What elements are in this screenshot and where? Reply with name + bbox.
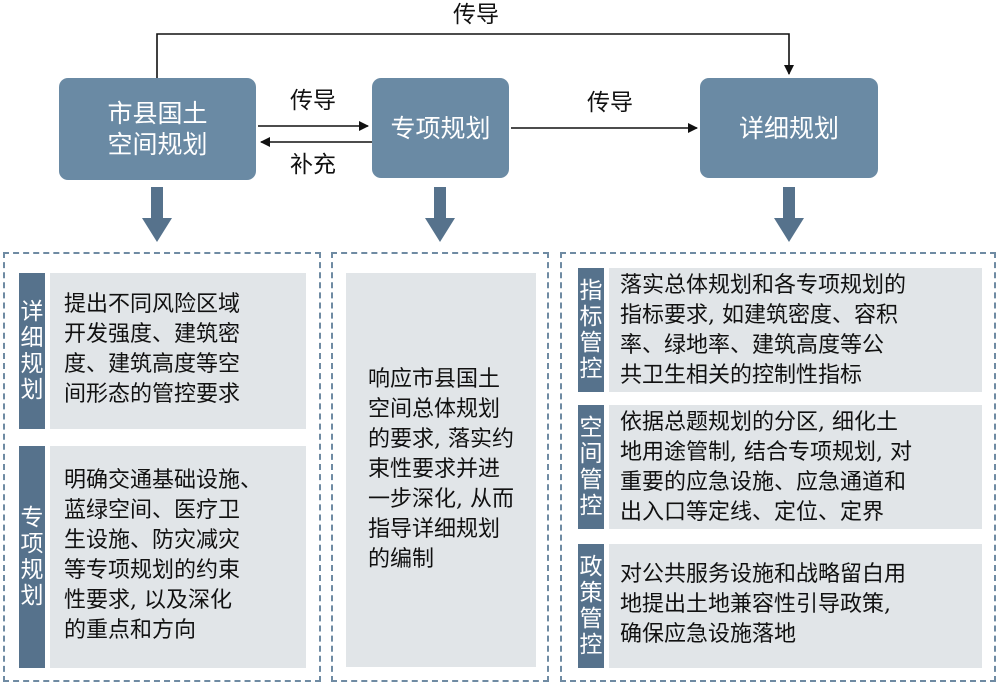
edge-label-special-to-county: 补充 — [290, 152, 336, 178]
edge-label-county-to-special: 传导 — [290, 88, 336, 114]
right-content-policy: 对公共服务设施和战略留白用 地提出土地兼容性引导政策, 确保应急设施落地 — [609, 544, 982, 668]
right-tag-indicator: 指 标 管 控 — [578, 268, 604, 392]
left-tag-detailed: 详 细 规 划 — [19, 273, 45, 429]
right-panel — [560, 252, 996, 682]
center-content-text: 响应市县国土 空间总体规划 的要求, 落实约 束性要求并进 一步深化, 从而 指… — [368, 367, 514, 572]
node-special-plan-label: 专项规划 — [390, 113, 491, 143]
down-arrow-county — [142, 187, 172, 242]
down-arrow-special — [425, 187, 455, 242]
node-county-plan: 市县国土 空间规划 — [59, 78, 256, 180]
left-tag-special: 专 项 规 划 — [19, 446, 45, 668]
center-panel — [331, 252, 549, 682]
node-detailed-plan-label: 详细规划 — [738, 113, 839, 143]
node-county-plan-label: 市县国土 空间规划 — [107, 99, 208, 159]
right-content-spatial: 依据总题规划的分区, 细化土 地用途管制, 结合专项规划, 对 重要的应急设施、… — [609, 405, 982, 529]
edge-label-top-conduct: 传导 — [453, 2, 499, 28]
node-special-plan: 专项规划 — [372, 78, 509, 178]
edge-label-special-to-detailed: 传导 — [587, 90, 633, 116]
left-content-detailed: 提出不同风险区域 开发强度、建筑密 度、建筑高度等空 间形态的管控要求 — [50, 273, 306, 429]
center-content: 响应市县国土 空间总体规划 的要求, 落实约 束性要求并进 一步深化, 从而 指… — [346, 273, 536, 667]
left-content-special: 明确交通基础设施、 蓝绿空间、医疗卫 生设施、防灾减灾 等专项规划的约束 性要求… — [50, 446, 306, 668]
down-arrow-detailed — [774, 187, 804, 242]
right-content-indicator: 落实总体规划和各专项规划的 指标要求, 如建筑密度、容积 率、绿地率、建筑高度等… — [609, 268, 982, 392]
right-tag-policy: 政 策 管 控 — [578, 544, 604, 668]
edge-top-conduct-line — [156, 33, 794, 78]
right-tag-spatial: 空 间 管 控 — [578, 405, 604, 529]
node-detailed-plan: 详细规划 — [700, 78, 878, 178]
left-panel — [3, 252, 321, 682]
